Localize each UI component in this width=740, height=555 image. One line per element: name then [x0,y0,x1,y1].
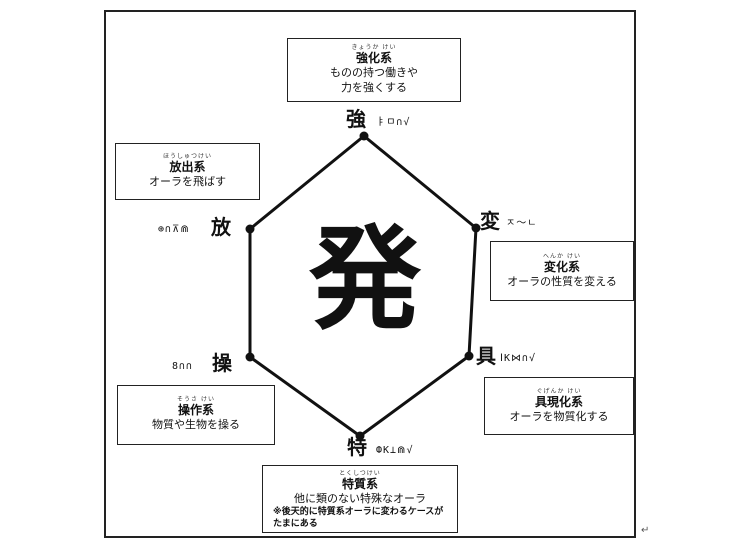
vertex-glyph-lower-left: 8∩∩ [172,361,194,372]
box-transmutation-ruby: へんか けい [543,253,581,260]
vertex-glyph-lower-right: ⅠK⋈∩√ [500,353,537,364]
vertex-glyph-top: ㅑㅁ∩√ [376,117,411,128]
vertex-dot-upper-right [471,223,481,233]
vertex-label-upper-right: 変 [480,209,500,233]
diagram-frame [104,10,636,538]
box-transmutation: へんか けい 変化系 オーラの性質を変える [490,241,634,301]
vertex-dot-upper-left [245,224,255,234]
box-manipulation-title: 操作系 [177,403,214,417]
box-enhancement-line-2: 力を強くする [341,81,407,94]
box-conjuration-line-1: オーラを物質化する [509,410,609,423]
box-specialization-ruby: とくしつけい [339,470,381,477]
box-manipulation-line-1: 物質や生物を操る [152,418,240,431]
box-specialization-note-2: たまにある [273,519,318,529]
vertex-dot-bottom [355,431,365,441]
vertex-label-lower-left: 操 [212,351,232,375]
vertex-dot-top [359,131,369,141]
vertex-dot-lower-left [245,352,255,362]
vertex-label-lower-right: 具 [476,344,496,368]
box-specialization: とくしつけい 特質系 他に類のない特殊なオーラ ※後天的に特質系オーラに変わるケ… [262,465,458,533]
box-emission-ruby: ほうしゅつけい [162,153,212,160]
box-specialization-note-1: ※後天的に特質系オーラに変わるケースが [273,507,444,517]
box-enhancement-line-1: ものの持つ働きや [330,66,418,79]
box-manipulation-ruby: そうさ けい [177,396,215,403]
return-mark: ↵ [641,525,650,536]
vertex-glyph-upper-right: ㅈ〜ㄴ [506,218,538,229]
box-conjuration-title: 具現化系 [534,395,583,409]
box-enhancement-title: 強化系 [355,51,392,65]
vertex-label-top: 強 [346,107,366,131]
box-specialization-line-1: 他に類のない特殊なオーラ [294,492,426,505]
box-emission-line-1: オーラを飛ばす [149,175,226,188]
box-conjuration: ぐげんか けい 具現化系 オーラを物質化する [484,377,634,435]
vertex-label-upper-left: 放 [211,215,231,239]
box-enhancement: きょうか けい 強化系 ものの持つ働きや 力を強くする [287,38,461,102]
vertex-dot-lower-right [464,351,474,361]
vertex-glyph-upper-left: ⊕∩⊼⋒ [158,224,190,235]
box-transmutation-title: 変化系 [543,260,580,274]
box-enhancement-ruby: きょうか けい [351,44,397,51]
box-emission-title: 放出系 [169,160,206,174]
vertex-label-bottom: 特 [347,435,367,459]
box-emission: ほうしゅつけい 放出系 オーラを飛ばす [115,143,260,200]
box-specialization-title: 特質系 [341,477,378,491]
box-conjuration-ruby: ぐげんか けい [536,388,582,395]
vertex-glyph-bottom: ФK⊥⋒√ [376,445,414,456]
box-manipulation: そうさ けい 操作系 物質や生物を操る [117,385,275,445]
center-kanji: 発 [309,214,421,345]
box-transmutation-line-1: オーラの性質を変える [507,275,617,288]
